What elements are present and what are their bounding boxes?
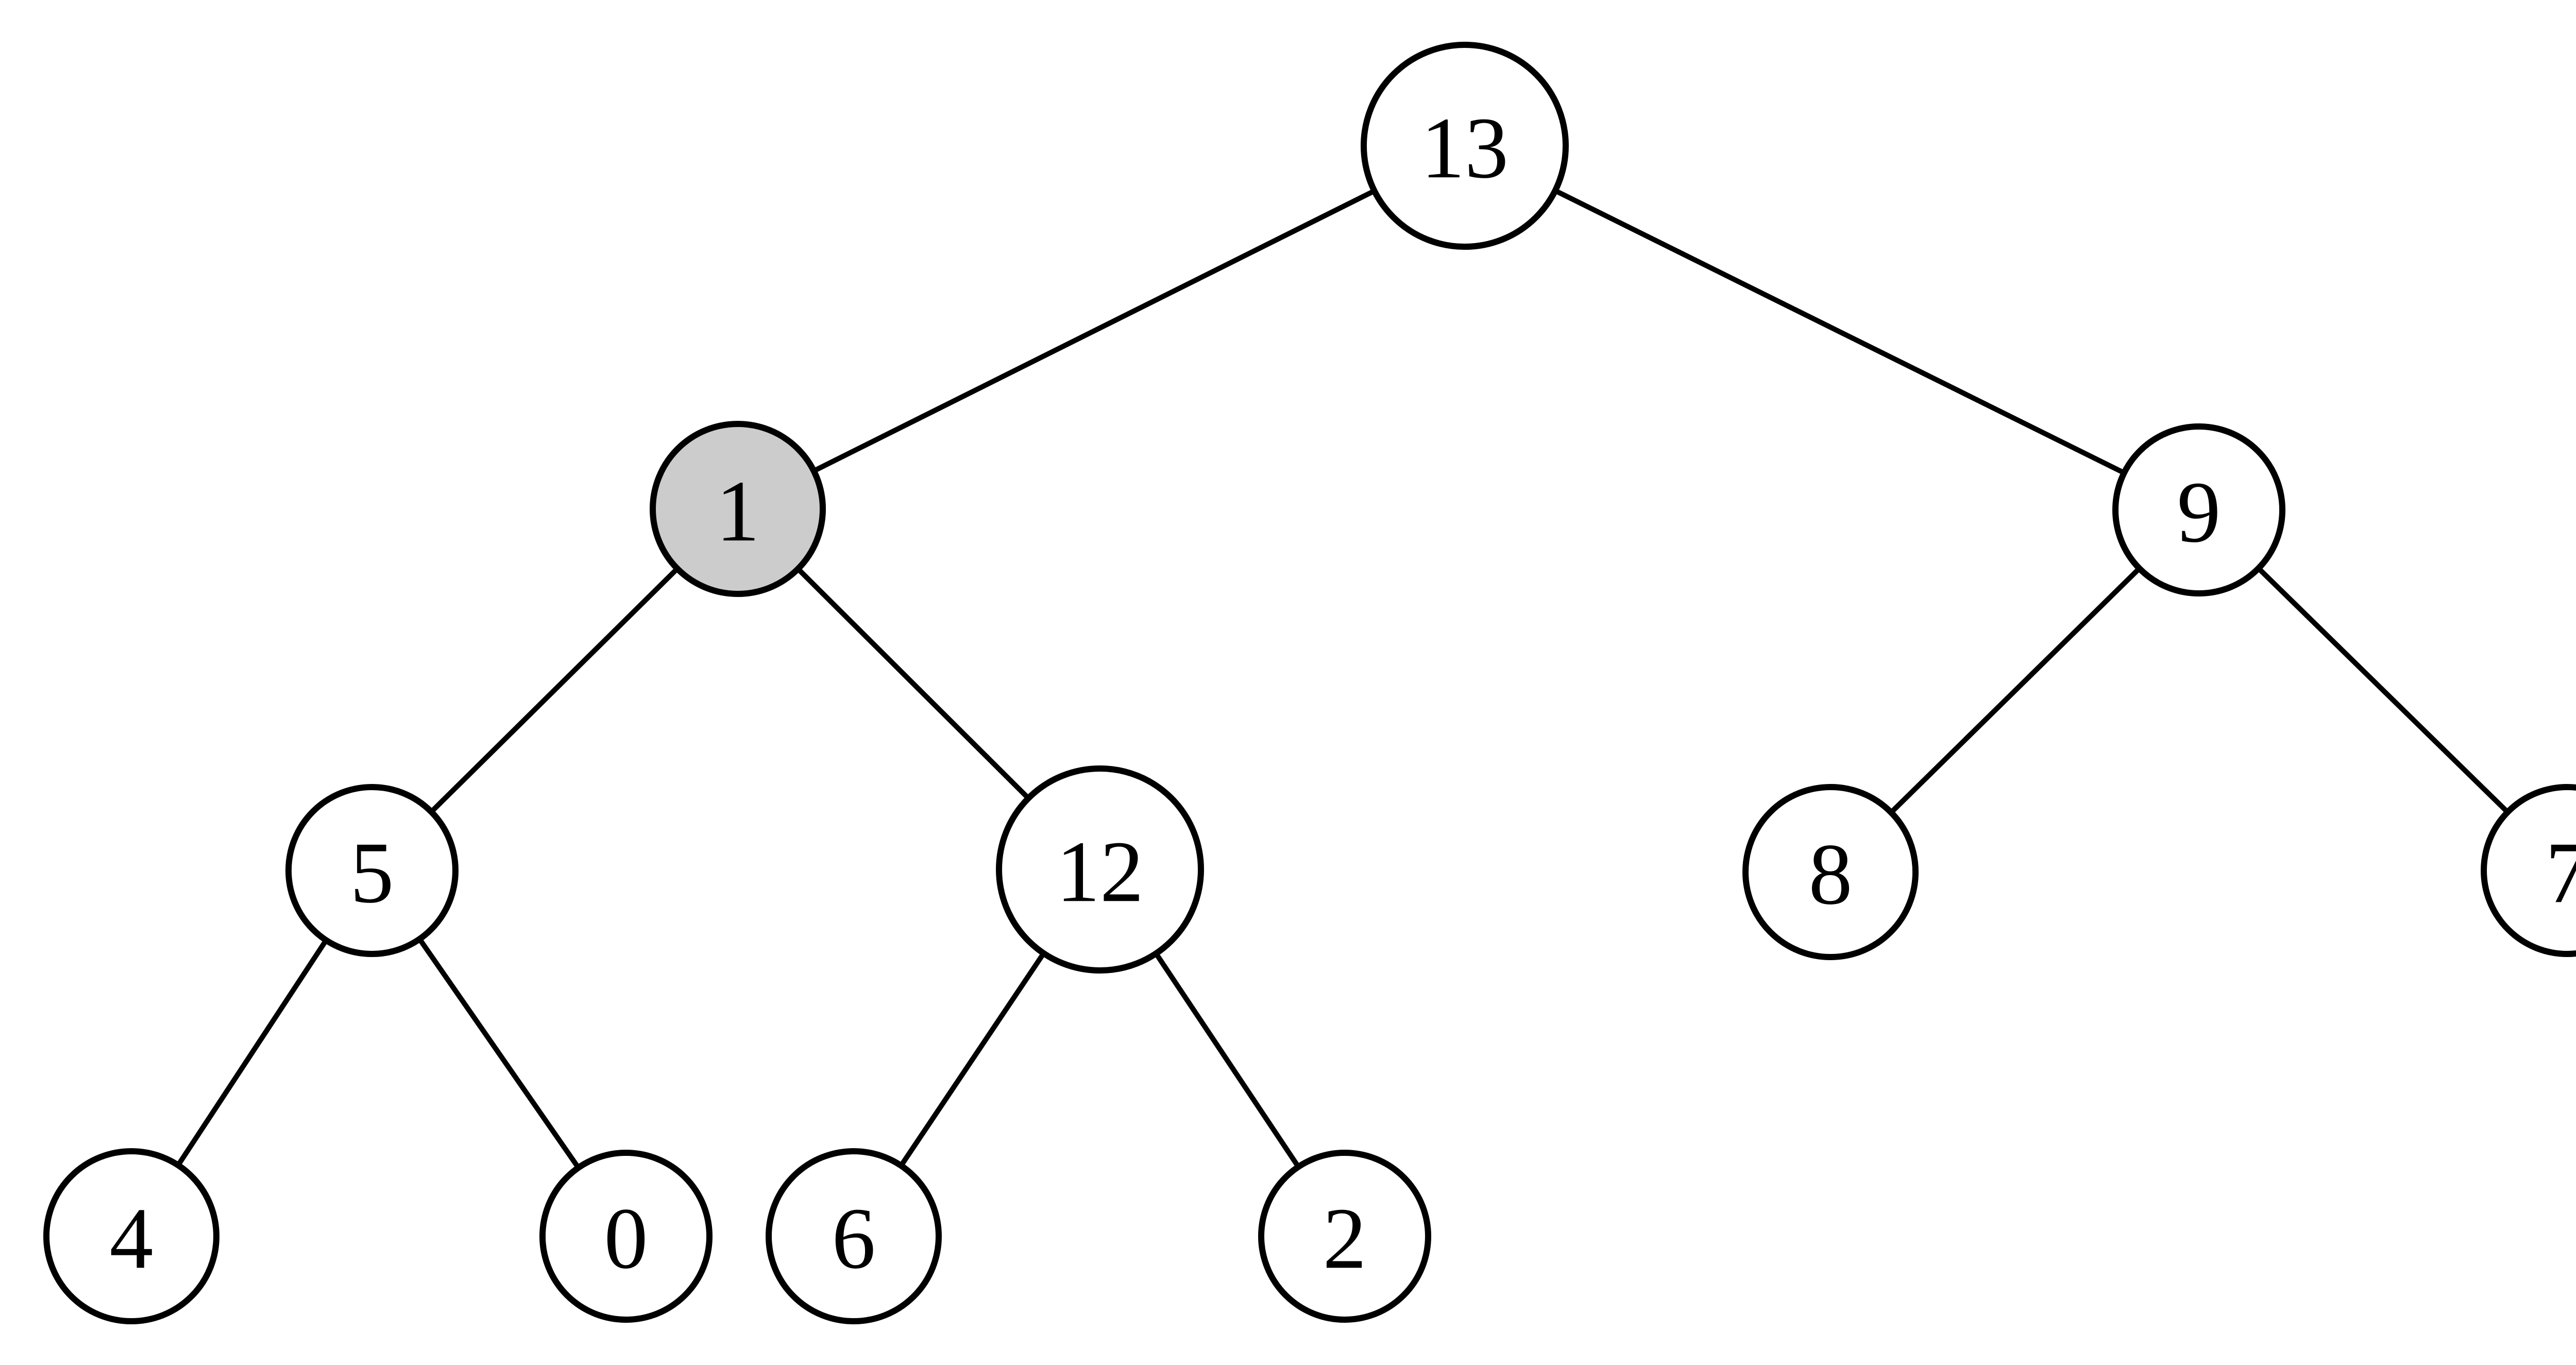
tree-node-2: 2 xyxy=(1258,1150,1431,1323)
node-circle xyxy=(285,784,459,957)
node-label-4: 4 xyxy=(110,1190,154,1287)
node-circle xyxy=(766,1148,942,1324)
node-label-6: 6 xyxy=(832,1190,876,1287)
tree-node-0: 0 xyxy=(539,1150,713,1323)
tree-node-1: 1 xyxy=(650,421,826,597)
node-label-13: 13 xyxy=(1421,99,1509,196)
node-label-5: 5 xyxy=(350,824,394,921)
tree-edge-13-1 xyxy=(735,143,1467,511)
node-label-7: 7 xyxy=(2546,824,2576,921)
node-circle xyxy=(1258,1150,1431,1323)
node-label-8: 8 xyxy=(1809,826,1853,923)
node-label-1: 1 xyxy=(716,463,760,559)
node-circle xyxy=(539,1150,713,1323)
tree-node-12: 12 xyxy=(996,765,1204,974)
tree-node-7: 7 xyxy=(2481,784,2576,957)
tree-node-9: 9 xyxy=(2112,423,2285,596)
node-circle xyxy=(996,765,1204,974)
tree-node-13: 13 xyxy=(1361,42,1569,250)
tree-node-5: 5 xyxy=(285,784,459,957)
node-circle xyxy=(2481,784,2576,957)
node-label-2: 2 xyxy=(1323,1190,1367,1287)
node-circle xyxy=(1742,784,1919,960)
node-label-9: 9 xyxy=(2177,464,2221,560)
node-label-0: 0 xyxy=(604,1190,648,1287)
node-circle-highlighted xyxy=(650,421,826,597)
tree-node-4: 4 xyxy=(43,1148,219,1324)
node-circle xyxy=(1361,42,1569,250)
node-circle xyxy=(43,1148,219,1324)
tree-edge-13-9 xyxy=(1462,143,2201,513)
node-label-12: 12 xyxy=(1056,823,1144,920)
tree-node-8: 8 xyxy=(1742,784,1919,960)
tree-node-6: 6 xyxy=(766,1148,942,1324)
node-circle xyxy=(2112,423,2285,596)
